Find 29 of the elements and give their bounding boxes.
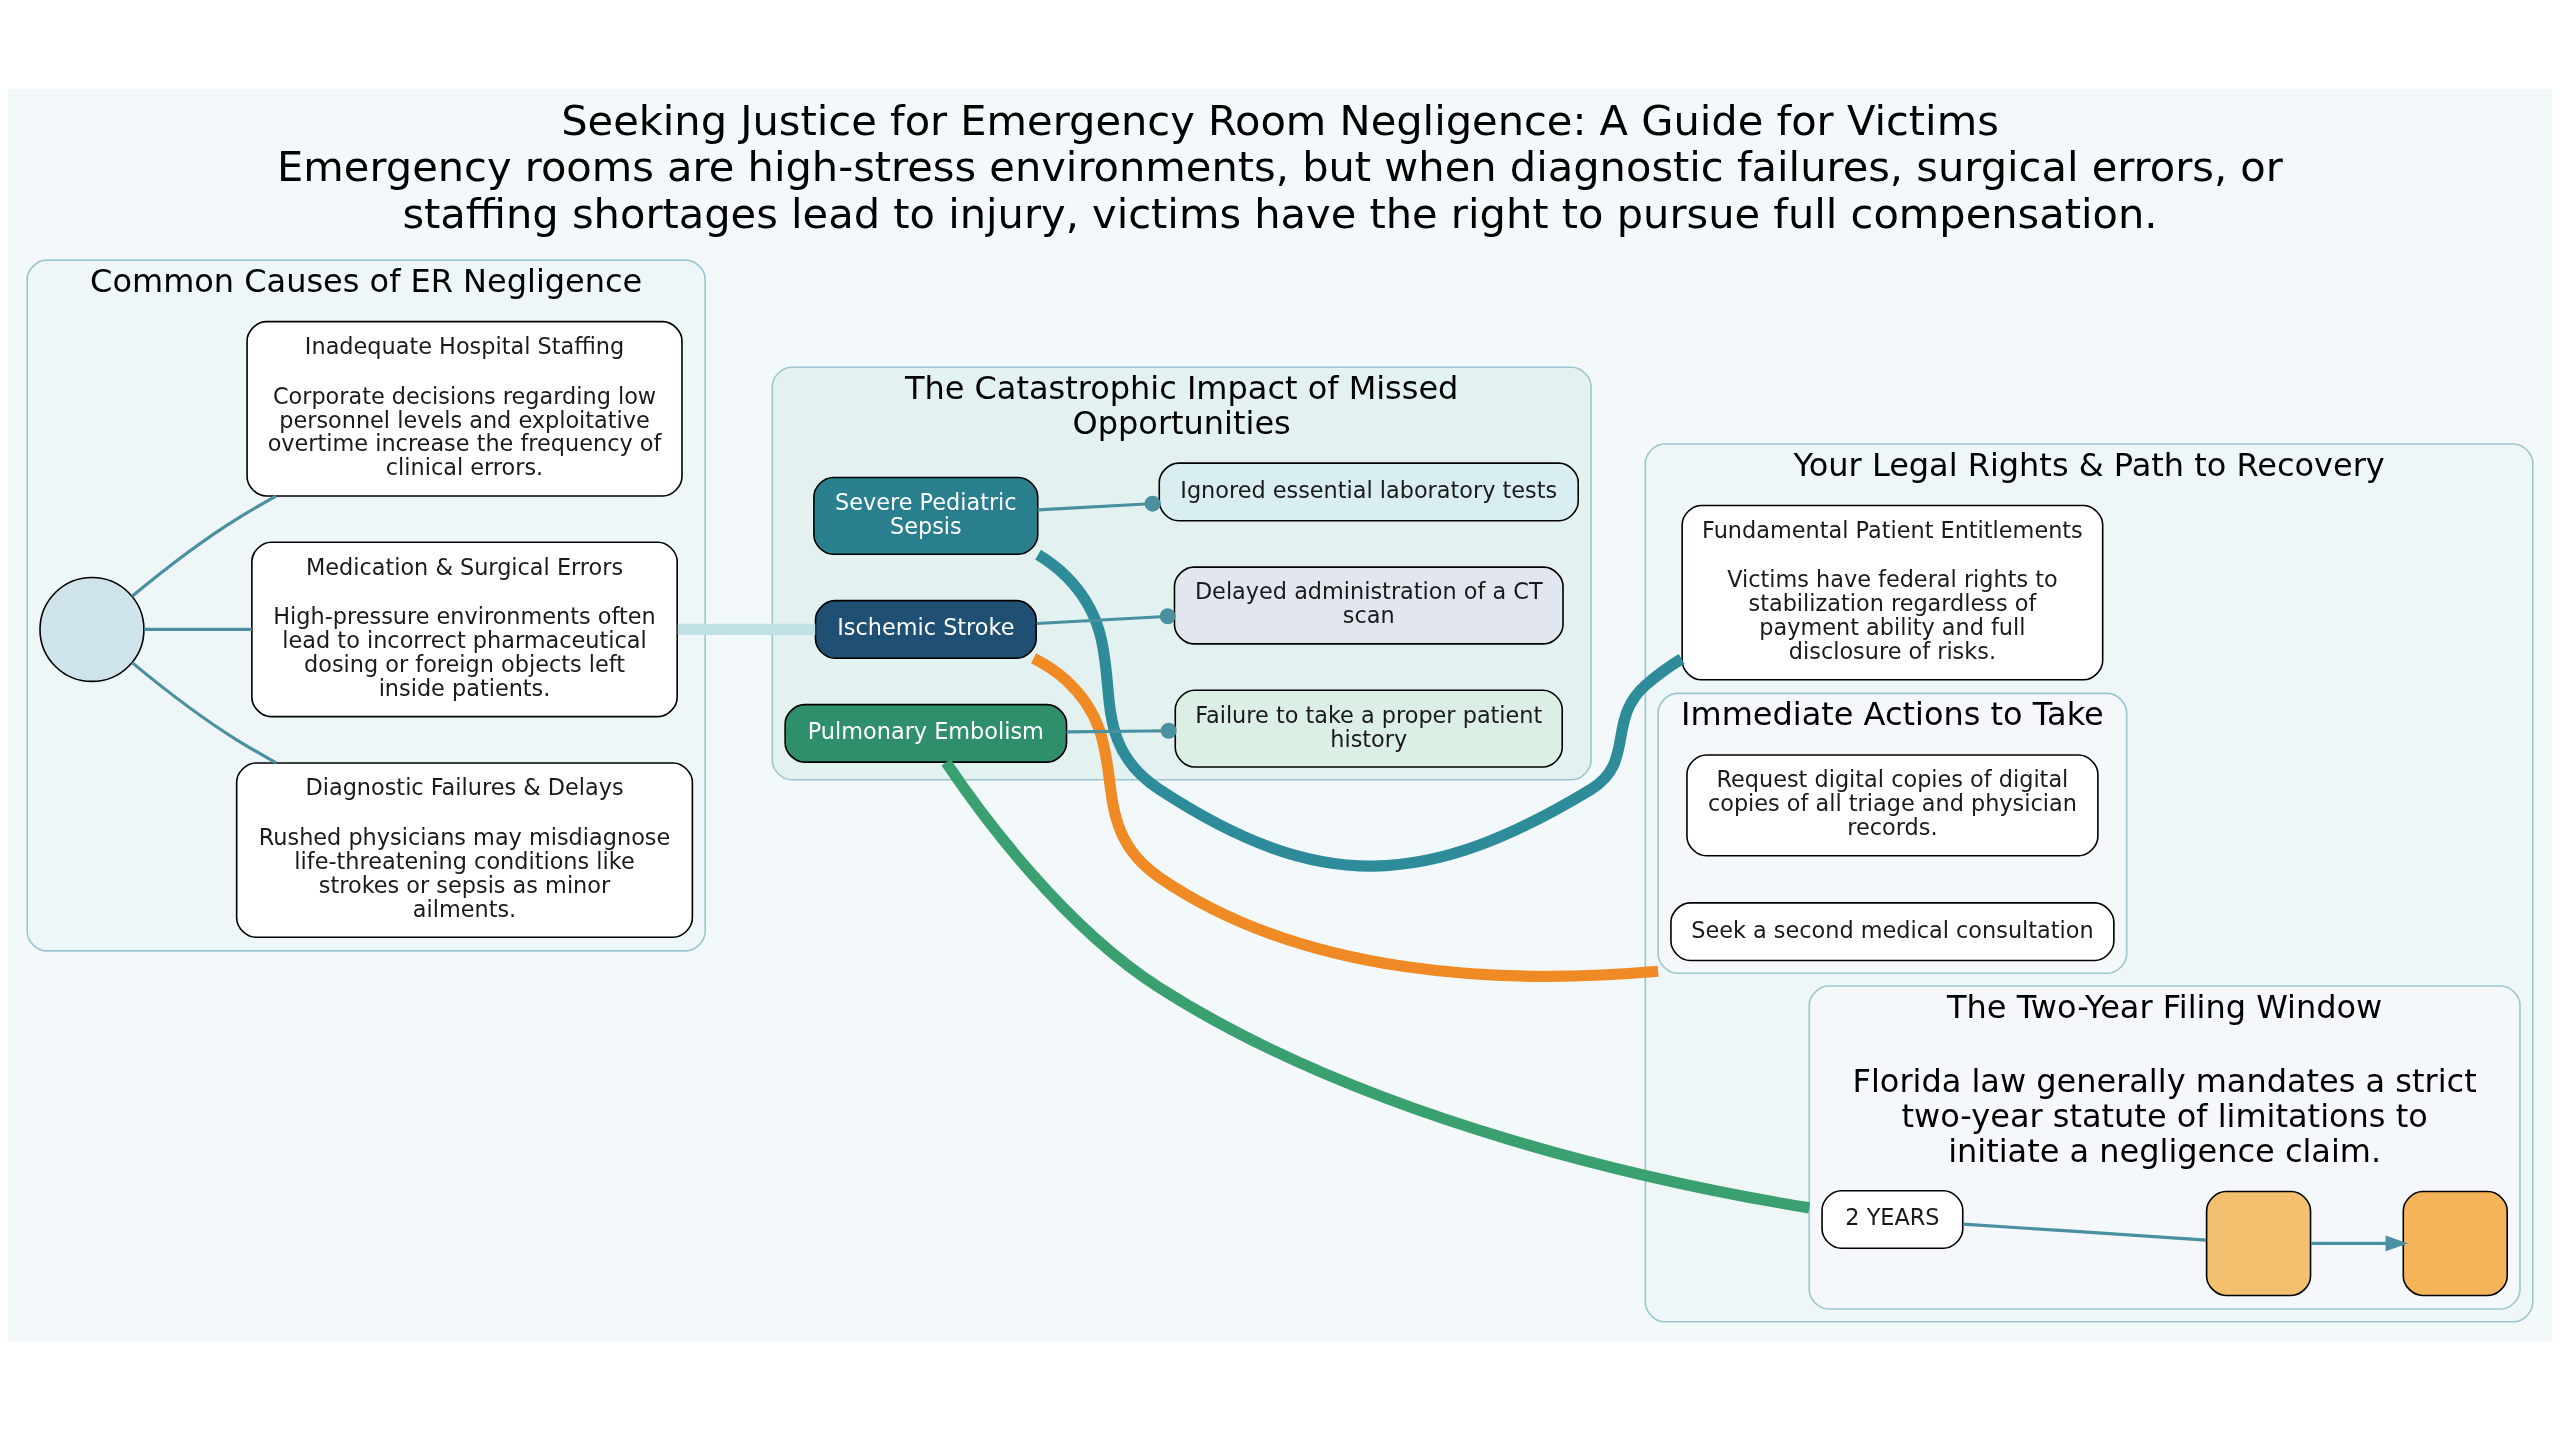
node-box: Pulmonary Embolism bbox=[784, 703, 1068, 763]
node-box: Severe Pediatric Sepsis bbox=[813, 476, 1039, 555]
node-box: Ignored essential laboratory tests bbox=[1158, 461, 1579, 521]
arrow bbox=[2311, 1235, 2408, 1251]
node-box: Inadequate Hospital Staffing Corporate decisions regarding low personnel levels and exploitative overtime increase the frequency of clinical errors. bbox=[246, 320, 683, 497]
connector bbox=[144, 627, 252, 631]
node-box: Fundamental Patient Entitlements Victims have federal rights to stabilization regardless of payment ability and full disclosure of risks. bbox=[1681, 504, 2104, 681]
node-box: Delayed administration of a CT scan bbox=[1173, 565, 1564, 645]
node-box: Seek a second medical consultation bbox=[1670, 901, 2115, 961]
node-box: Request digital copies of digital copies of all triage and physician records. bbox=[1686, 753, 2099, 856]
node-box bbox=[2205, 1190, 2312, 1296]
connector bbox=[1066, 722, 1177, 739]
connector bbox=[1037, 495, 1161, 512]
node-box: Diagnostic Failures & Delays Rushed physicians may misdiagnose life-threatening conditions like strokes or sepsis as minor ailments. bbox=[235, 761, 694, 938]
connector bbox=[131, 494, 277, 598]
connector bbox=[1036, 607, 1176, 625]
node-box: Failure to take a proper patient history bbox=[1174, 688, 1563, 768]
connector bbox=[1035, 549, 1685, 872]
node-box: Medication & Surgical Errors High-pressure environments often lead to incorrect pharmaceutical dosing or foreign objects left inside patients. bbox=[251, 541, 678, 717]
connector bbox=[941, 758, 1811, 1213]
node-box bbox=[2402, 1190, 2508, 1296]
node-circle bbox=[39, 576, 145, 682]
node-box: 2 YEARS bbox=[1821, 1189, 1964, 1249]
connector bbox=[1963, 1221, 2207, 1242]
diagram-title: Seeking Justice for Emergency Room Negligence: A Guide for Victims bbox=[561, 95, 1999, 145]
node-box: Ischemic Stroke bbox=[814, 599, 1037, 659]
connector bbox=[1030, 652, 1659, 982]
connector bbox=[131, 660, 277, 764]
connector bbox=[677, 623, 816, 635]
